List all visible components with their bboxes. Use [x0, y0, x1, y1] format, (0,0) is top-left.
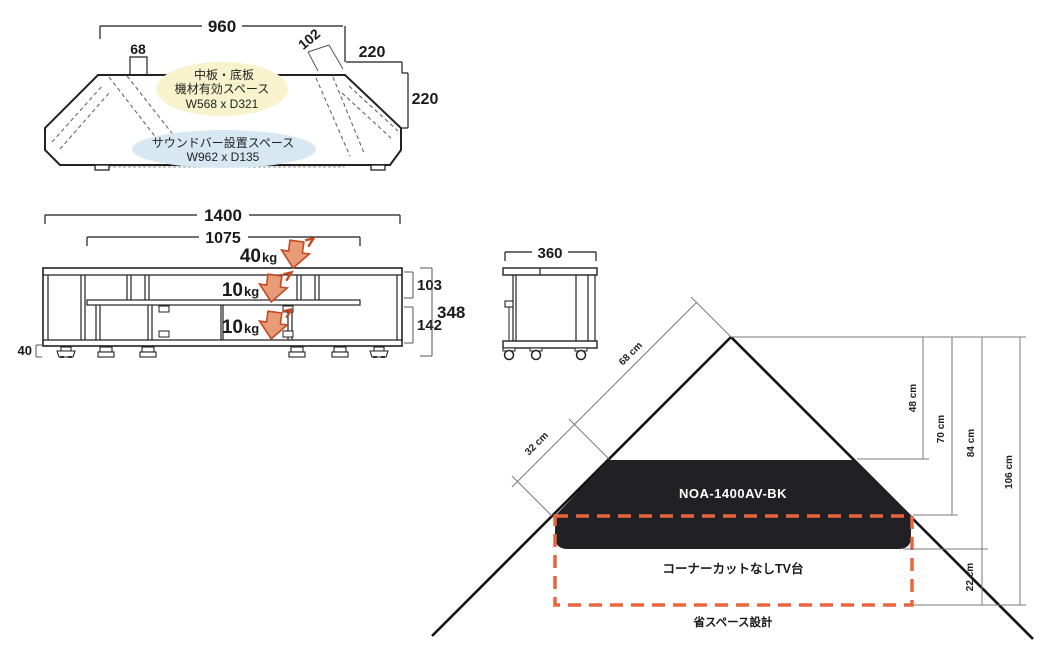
dim-960: 960 [99, 17, 346, 62]
load-middle-value: 10 [222, 280, 243, 301]
caster-wheel-1 [503, 349, 515, 361]
foot-2 [97, 346, 115, 358]
caster-wheel-3 [575, 349, 587, 361]
equipment-space-line1: 中板・底板 [194, 67, 254, 82]
space-saving-caption: 省スペース設計 [692, 615, 773, 629]
wall-upper-label: 68 cm [617, 340, 645, 368]
depth-front-nocut-label: 106 cm [1004, 455, 1015, 489]
top-view-outline [44, 74, 402, 166]
casters [502, 347, 588, 361]
load-middle-unit: kg [244, 284, 259, 299]
adjuster-foot-right [369, 346, 389, 358]
depth-front-label: 84 cm [966, 429, 977, 457]
dim-inner-width-label: 1075 [205, 230, 241, 247]
corner-stand-shape [555, 460, 911, 549]
space-saved-label: 22 cm [965, 563, 976, 591]
foot-notch-right [370, 164, 386, 171]
dim-1400: 1400 [44, 206, 401, 225]
caster-wheel-2 [530, 349, 542, 361]
foot-5 [331, 346, 349, 358]
depth-dims: 48 cm 70 cm 84 cm 106 cm 22 cm [857, 337, 1026, 606]
load-bottom-value: 10 [222, 317, 243, 338]
dim-tab-width-label: 68 [130, 41, 146, 57]
dim-102: 102 [295, 25, 344, 72]
dim-lower-height-label: 142 [417, 317, 442, 334]
load-top-value: 40 [240, 246, 261, 267]
back-tab [129, 56, 148, 75]
depth-back-nocut-label: 70 cm [936, 415, 947, 443]
dim-side-offset-label: 220 [359, 44, 386, 61]
front-view: 1400 1075 [18, 206, 465, 358]
dim-142: 142 [404, 306, 442, 344]
load-bottom-unit: kg [244, 321, 259, 336]
model-label: NOA-1400AV-BK [679, 486, 787, 501]
soundbar-space-size: W962 x D135 [187, 150, 260, 164]
dim-total-width-label: 1400 [204, 206, 242, 225]
left-wall [431, 336, 732, 637]
soundbar-space-callout [132, 130, 316, 168]
dim-220-top: 220 [346, 44, 403, 73]
dim-side-depth-label: 220 [412, 91, 439, 108]
side-view: 360 [502, 245, 598, 361]
foot-notch-left [94, 164, 110, 171]
side-handle [504, 300, 514, 308]
equipment-space-line2: 機材有効スペース [175, 81, 270, 96]
depth-back-label: 48 cm [908, 384, 919, 412]
no-corner-cut-outline [553, 514, 914, 607]
dim-upper-height-label: 103 [417, 277, 442, 294]
load-top-arrow-icon [279, 236, 317, 270]
dim-total-height-label: 348 [437, 303, 465, 322]
wall-lower-label: 32 cm [523, 430, 551, 458]
dim-103: 103 [404, 271, 442, 299]
dim-220-right: 220 [402, 72, 439, 129]
feet [56, 346, 389, 358]
top-view: 中板・底板 機材有効スペース W568 x D321 サウンドバー設置スペース … [44, 17, 439, 171]
foot-3 [139, 346, 157, 358]
dim-back-width-label: 960 [208, 17, 236, 36]
load-top-unit: kg [262, 250, 277, 265]
dim-1075: 1075 [86, 230, 361, 247]
soundbar-space-line1: サウンドバー設置スペース [152, 135, 295, 150]
load-middle-arrow-icon [257, 270, 295, 304]
foot-4 [288, 346, 306, 358]
dim-depth-label: 360 [537, 245, 562, 262]
dim-foot-height-label: 40 [18, 343, 32, 358]
side-structure [502, 267, 598, 349]
dim-40: 40 [18, 343, 42, 358]
dim-348: 348 [420, 267, 465, 357]
load-bottom-arrow-icon [257, 307, 295, 341]
equipment-space-callout [156, 62, 288, 116]
cabinet-structure [42, 267, 403, 347]
equipment-space-size: W568 x D321 [186, 97, 259, 111]
dim-360: 360 [504, 245, 597, 262]
load-ratings: 40 kg 10 kg 10 kg [222, 236, 317, 341]
adjuster-foot-left [56, 346, 76, 358]
no-corner-cut-label: コーナーカットなしTV台 [663, 561, 804, 576]
